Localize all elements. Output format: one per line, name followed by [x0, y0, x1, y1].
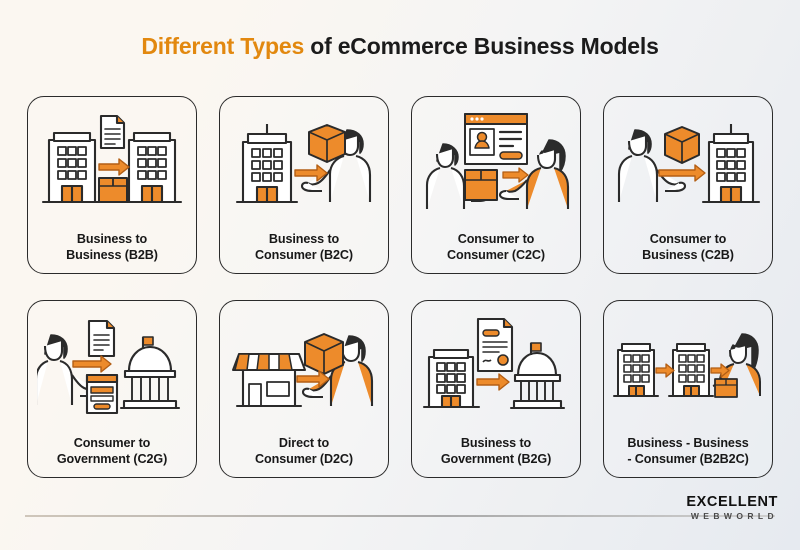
orange-arrow: [98, 158, 130, 176]
card-label-line2: - Consumer (B2B2C): [627, 451, 749, 466]
card-label-b2b2c: Business - Business - Consumer (B2B2C): [623, 435, 752, 467]
card-label-line1: Business to: [460, 435, 532, 450]
footer-divider: [25, 515, 775, 517]
card-label-b2b: Business to Business (B2B): [62, 231, 162, 263]
card-label-line2: Business (C2B): [642, 247, 734, 262]
card-label-line1: Business to: [76, 231, 148, 246]
card-c2g[interactable]: Consumer to Government (C2G): [27, 300, 197, 478]
business-model-grid: Business to Business (B2B): [27, 96, 777, 478]
brand-logo-primary: EXCELLENT: [686, 494, 778, 510]
card-b2b2c[interactable]: Business - Business - Consumer (B2B2C): [603, 300, 773, 478]
illustration-person-package-arrow-building: [604, 97, 772, 231]
card-label-line2: Business (B2B): [66, 247, 158, 262]
illustration-person-browser-package-arrow-person: [412, 97, 580, 231]
card-label-line2: Government (C2G): [56, 451, 168, 466]
card-b2g[interactable]: Business to Government (B2G): [411, 300, 581, 478]
card-label-b2c: Business to Consumer (B2C): [251, 231, 357, 263]
card-label-line1: Direct to: [278, 435, 330, 450]
card-label-line1: Business to: [268, 231, 340, 246]
page-title-rest: of eCommerce Business Models: [304, 33, 659, 59]
brand-logo: EXCELLENT WEBWORLD: [686, 494, 778, 521]
orange-arrow: [710, 363, 730, 378]
card-label-c2g: Consumer to Government (C2G): [53, 435, 171, 467]
card-label-line1: Consumer to: [649, 231, 727, 246]
illustration-building-package-arrow-person: [220, 97, 388, 231]
card-label-line2: Consumer (B2C): [255, 247, 353, 262]
orange-arrow: [658, 164, 706, 182]
card-label-line2: Government (B2G): [440, 451, 552, 466]
orange-arrow: [296, 370, 330, 388]
card-label-line1: Consumer to: [457, 231, 535, 246]
card-label-c2c: Consumer to Consumer (C2C): [443, 231, 549, 263]
orange-arrow: [294, 164, 328, 182]
card-c2c[interactable]: Consumer to Consumer (C2C): [411, 96, 581, 274]
card-label-d2c: Direct to Consumer (D2C): [251, 435, 357, 467]
orange-arrow: [72, 355, 112, 373]
illustration-storefront-package-arrow-person: [220, 301, 388, 435]
card-label-line2: Consumer (D2C): [255, 451, 353, 466]
illustration-building-contract-arrow-govbuilding: [412, 301, 580, 435]
illustration-building-arrow-building-arrow-person: [604, 301, 772, 435]
illustration-building-document-arrow-building: [28, 97, 196, 231]
card-c2b[interactable]: Consumer to Business (C2B): [603, 96, 773, 274]
page-title-highlight: Different Types: [141, 33, 305, 59]
orange-arrow: [655, 363, 675, 378]
card-label-c2b: Consumer to Business (C2B): [638, 231, 738, 263]
illustration-person-document-form-arrow-govbuilding: [28, 301, 196, 435]
brand-logo-secondary: WEBWORLD: [690, 511, 778, 521]
card-label-line1: Consumer to: [73, 435, 151, 450]
page-title: Different Types of eCommerce Business Mo…: [0, 33, 800, 60]
card-label-line2: Consumer (C2C): [447, 247, 545, 262]
card-label-b2g: Business to Government (B2G): [437, 435, 555, 467]
orange-arrow: [476, 373, 510, 391]
card-d2c[interactable]: Direct to Consumer (D2C): [219, 300, 389, 478]
card-b2c[interactable]: Business to Consumer (B2C): [219, 96, 389, 274]
card-b2b[interactable]: Business to Business (B2B): [27, 96, 197, 274]
card-label-line1: Business - Business: [627, 435, 749, 450]
orange-arrow: [502, 167, 529, 183]
